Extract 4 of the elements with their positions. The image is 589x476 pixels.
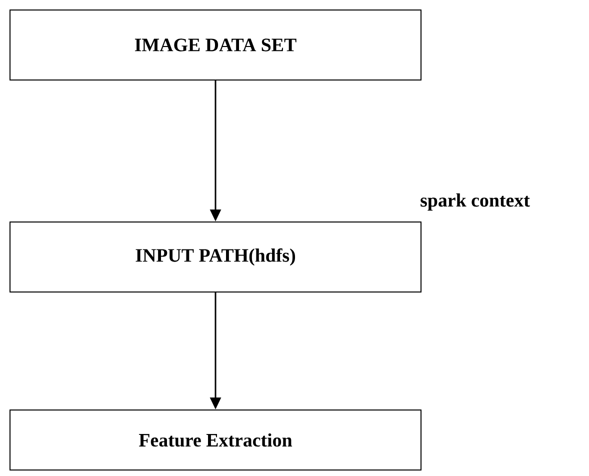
process-box: INPUT PATH(hdfs) — [10, 222, 422, 292]
process-box: Feature Extraction — [10, 410, 422, 470]
annotation-label: spark context — [420, 193, 530, 211]
process-box: IMAGE DATA SET — [10, 10, 422, 80]
